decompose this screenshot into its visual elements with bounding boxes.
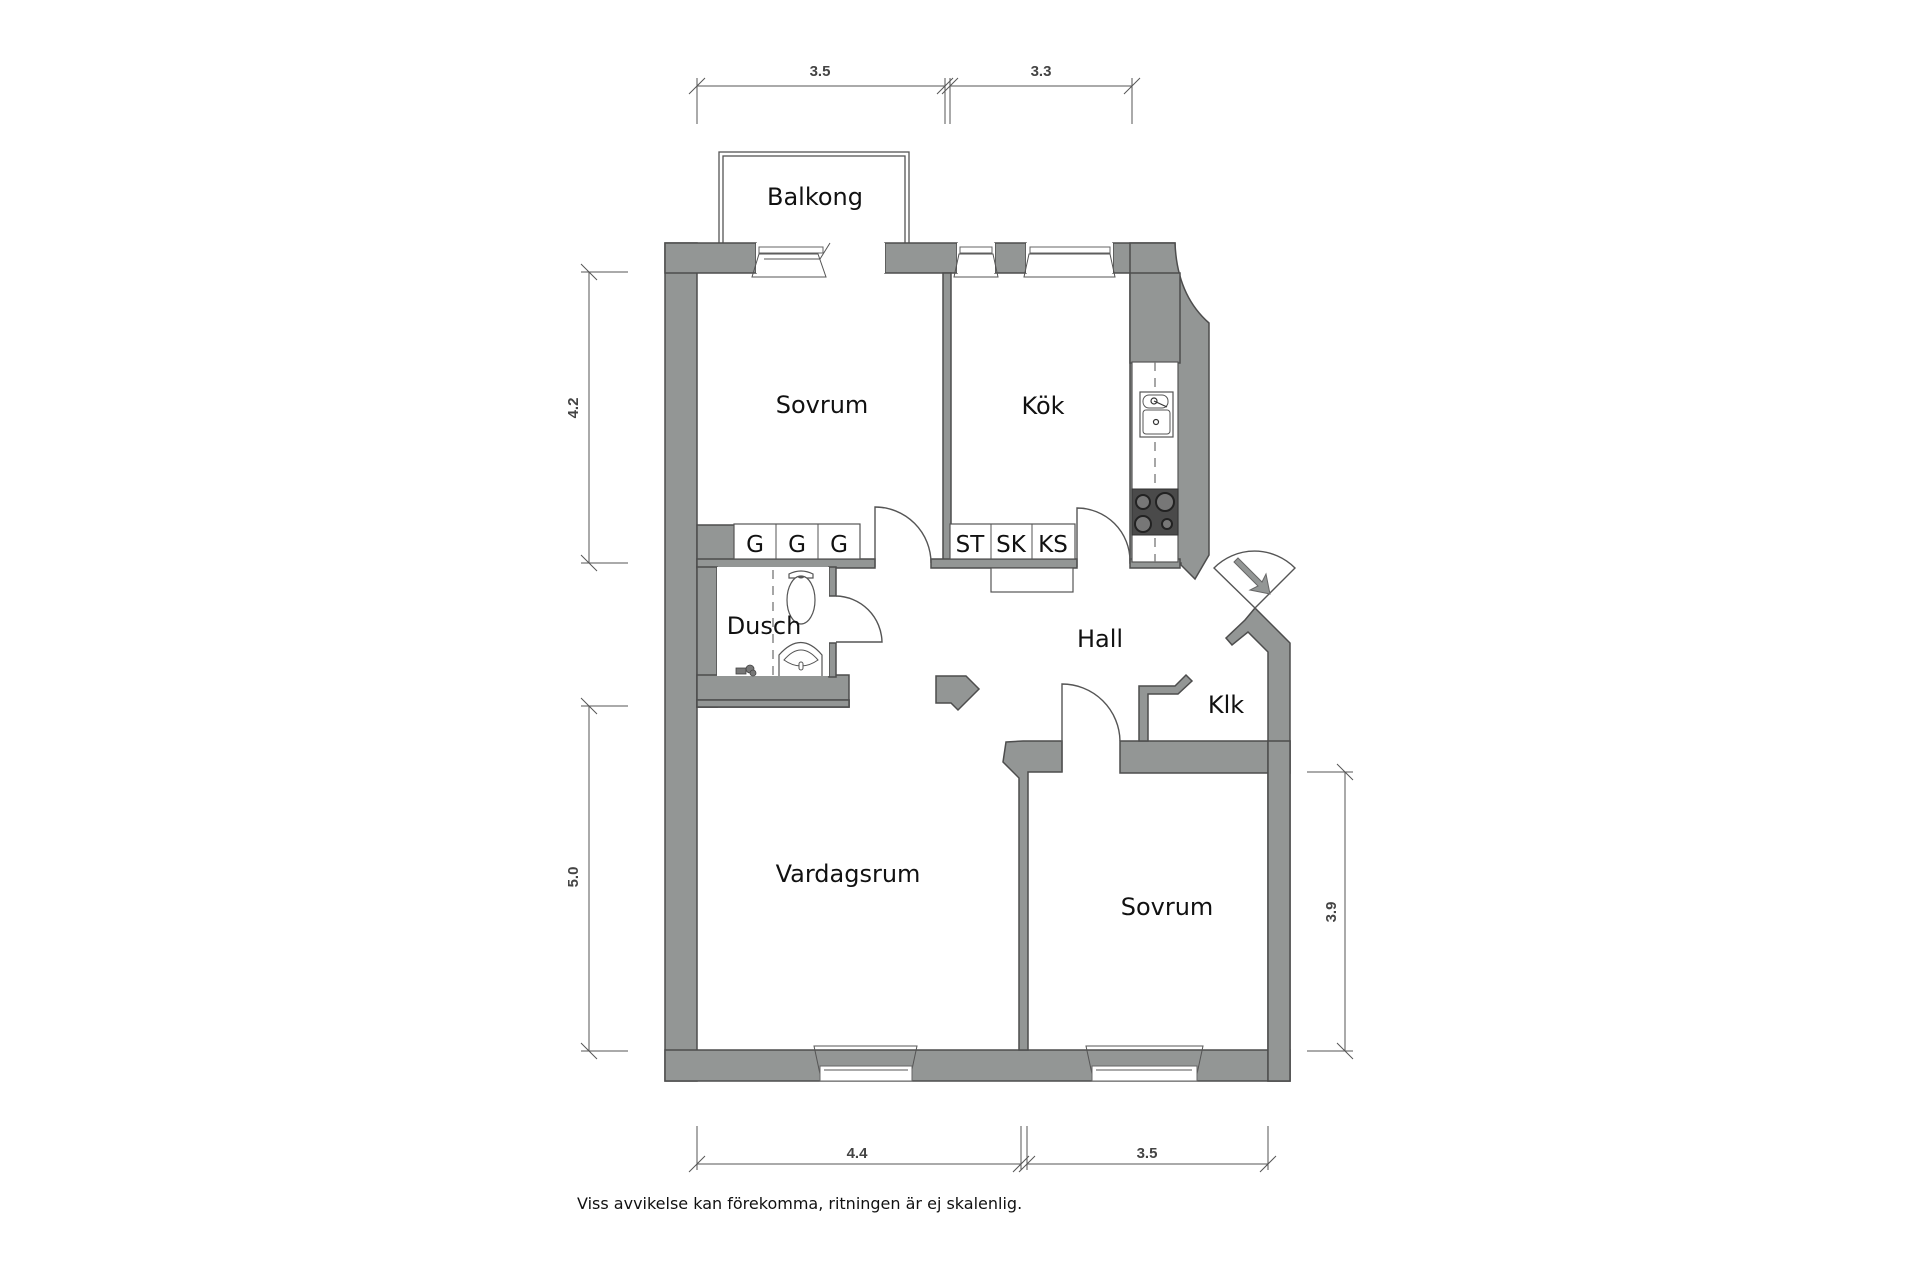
room-label-kok: Kök — [1021, 392, 1064, 420]
door-sovrum-bottom — [1061, 683, 1121, 772]
entrance-arrow-icon — [1233, 557, 1271, 595]
dimension-left-upper: 4.2 — [565, 263, 628, 572]
svg-text:4.4: 4.4 — [847, 1145, 869, 1162]
kitchen-unit-label: ST — [956, 532, 986, 558]
svg-text:4.2: 4.2 — [565, 398, 582, 419]
room-label-sovrum-bottom: Sovrum — [1121, 893, 1214, 921]
wardrobes: G G G — [733, 523, 861, 560]
shower-head-icon — [735, 664, 757, 677]
svg-text:3.3: 3.3 — [1031, 63, 1052, 80]
window-sovrum-bottom — [1085, 1045, 1204, 1082]
svg-text:3.5: 3.5 — [1137, 1145, 1158, 1162]
wardrobe-label: G — [788, 532, 806, 558]
room-label-balkong: Balkong — [767, 183, 863, 211]
toilet-icon — [786, 570, 816, 625]
kitchen-unit-label: SK — [996, 532, 1027, 558]
window-kok-small — [953, 243, 999, 278]
wardrobe-label: G — [746, 532, 764, 558]
window-kok-large — [1023, 243, 1116, 278]
window-sovrum-top — [751, 242, 885, 278]
sink-icon — [1139, 391, 1174, 438]
dimension-left-lower: 5.0 — [565, 697, 628, 1060]
window-vardagsrum — [813, 1045, 918, 1082]
dimension-right-lower: 3.9 — [1307, 763, 1354, 1060]
stove-icon — [1131, 488, 1179, 536]
room-label-sovrum-top: Sovrum — [776, 391, 869, 419]
disclaimer-caption: Viss avvikelse kan förekomma, ritningen … — [577, 1194, 1023, 1213]
dimension-top-left: 3.5 — [688, 63, 954, 124]
kitchen-unit-label: KS — [1038, 532, 1068, 558]
svg-text:5.0: 5.0 — [565, 867, 582, 888]
kitchen-units: ST SK KS — [949, 523, 1076, 593]
dimension-top-right: 3.3 — [941, 63, 1141, 124]
wardrobe-label: G — [830, 532, 848, 558]
entrance-door — [1213, 550, 1296, 609]
door-sovrum-top — [874, 506, 932, 567]
door-kok — [1076, 507, 1131, 567]
room-label-dusch: Dusch — [727, 612, 802, 640]
washbasin-icon — [778, 641, 823, 676]
room-label-hall: Hall — [1077, 625, 1123, 653]
door-dusch — [835, 595, 883, 643]
room-label-vardagsrum: Vardagsrum — [776, 860, 921, 888]
svg-text:3.5: 3.5 — [810, 63, 831, 80]
room-label-klk: Klk — [1208, 691, 1244, 719]
svg-text:3.9: 3.9 — [1323, 902, 1340, 923]
dimension-bottom-right: 3.5 — [1018, 1126, 1277, 1173]
dimension-bottom-left: 4.4 — [688, 1126, 1030, 1173]
